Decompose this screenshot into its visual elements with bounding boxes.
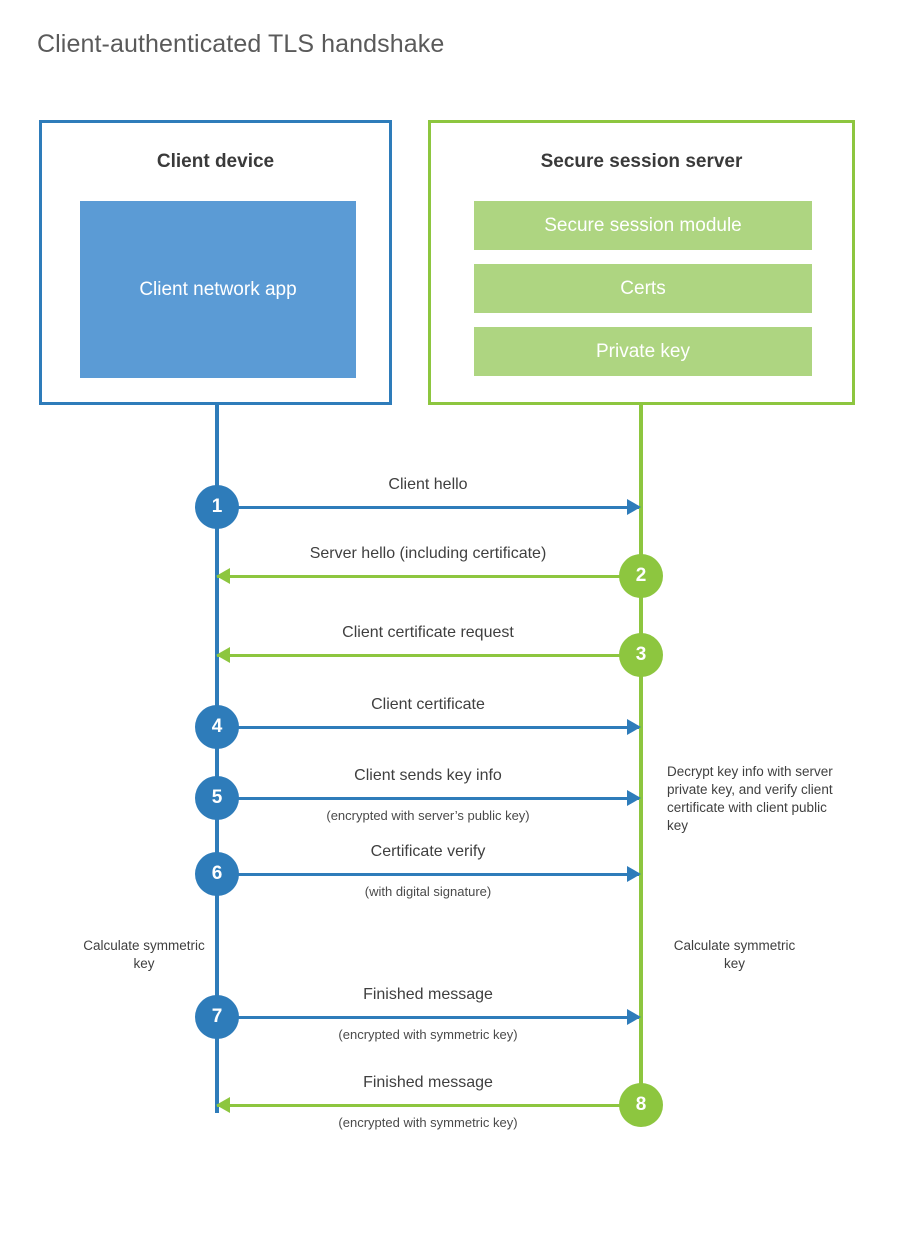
client-device-title: Client device: [156, 151, 275, 172]
step-circle-5[interactable]: 5: [195, 776, 239, 820]
secure-session-server-title: Secure session server: [540, 151, 743, 172]
message-label: Client hello: [388, 476, 468, 493]
message-arrow-line: [217, 873, 639, 876]
arrow-head-icon: [627, 790, 641, 806]
message-sublabel: (encrypted with server’s public key): [326, 808, 530, 823]
server-decrypt-annotation: Decrypt key info with server private key…: [667, 764, 833, 833]
arrow-head-icon: [627, 719, 641, 735]
server-component-certs: Certs: [474, 264, 812, 313]
step-circle-2[interactable]: 2: [619, 554, 663, 598]
client-device-box: Client device Client network app: [39, 120, 392, 405]
message-arrow-line: [217, 506, 639, 509]
client-lifeline: [215, 403, 219, 1113]
step-circle-7[interactable]: 7: [195, 995, 239, 1039]
client-calculate-symmetric-key-annotation: Calculate symmetric key: [83, 938, 205, 971]
message-arrow-line: [217, 797, 639, 800]
step-circle-1[interactable]: 1: [195, 485, 239, 529]
arrow-head-icon: [627, 866, 641, 882]
secure-session-server-box: Secure session server Secure session mod…: [428, 120, 855, 405]
message-label: Finished message: [363, 986, 493, 1003]
message-label: Certificate verify: [370, 843, 486, 860]
message-arrow-line: [217, 726, 639, 729]
message-label: Client certificate: [371, 696, 485, 713]
message-arrow-line: [217, 654, 639, 657]
step-circle-3[interactable]: 3: [619, 633, 663, 677]
message-sublabel: (with digital signature): [364, 884, 492, 899]
step-circle-4[interactable]: 4: [195, 705, 239, 749]
arrow-head-icon: [216, 568, 230, 584]
server-component-private-key: Private key: [474, 327, 812, 376]
message-label: Server hello (including certificate): [309, 545, 547, 562]
message-arrow-line: [217, 575, 639, 578]
message-arrow-line: [217, 1016, 639, 1019]
server-component-secure-session-module: Secure session module: [474, 201, 812, 250]
message-sublabel: (encrypted with symmetric key): [338, 1115, 518, 1130]
message-label: Client sends key info: [354, 767, 502, 784]
message-label: Finished message: [363, 1074, 493, 1091]
step-circle-8[interactable]: 8: [619, 1083, 663, 1127]
arrow-head-icon: [216, 1097, 230, 1113]
page-title: Client-authenticated TLS handshake: [37, 30, 445, 58]
arrow-head-icon: [627, 1009, 641, 1025]
server-lifeline: [639, 403, 643, 1105]
arrow-head-icon: [216, 647, 230, 663]
step-circle-6[interactable]: 6: [195, 852, 239, 896]
message-arrow-line: [217, 1104, 639, 1107]
message-label: Client certificate request: [342, 624, 514, 641]
server-calculate-symmetric-key-annotation: Calculate symmetric key: [673, 938, 796, 971]
message-sublabel: (encrypted with symmetric key): [338, 1027, 518, 1042]
arrow-head-icon: [627, 499, 641, 515]
client-network-app-block: Client network app: [80, 201, 356, 378]
